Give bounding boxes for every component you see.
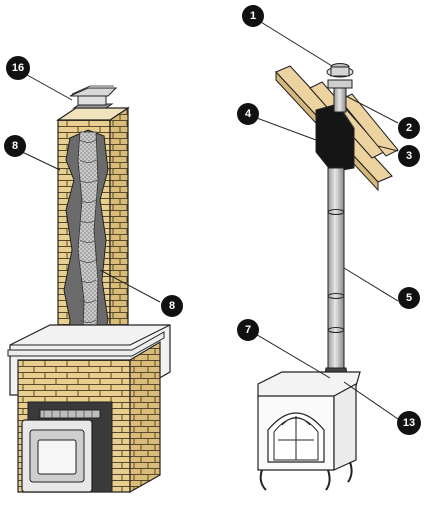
chimney-cap [326, 63, 354, 89]
callout-5: 5 [398, 287, 420, 309]
callout-3: 3 [398, 145, 420, 167]
wood-stove [257, 371, 361, 491]
front-joist-upper [339, 93, 399, 157]
callout-13: 13 [397, 411, 421, 435]
svg-text:2: 2 [406, 122, 412, 134]
svg-text:7: 7 [245, 324, 251, 336]
svg-text:5: 5 [406, 292, 412, 304]
svg-text:8: 8 [169, 300, 175, 312]
callout-8-mid: 8 [161, 295, 183, 317]
svg-text:13: 13 [403, 417, 415, 429]
svg-text:4: 4 [245, 108, 252, 120]
svg-text:1: 1 [250, 10, 256, 22]
svg-text:8: 8 [12, 140, 18, 152]
fireplace [7, 324, 171, 494]
callout-8-top: 8 [4, 135, 26, 157]
callout-16: 16 [6, 56, 30, 80]
callout-4: 4 [237, 103, 259, 125]
svg-text:3: 3 [406, 150, 412, 162]
rain-cap [69, 85, 118, 109]
callout-2: 2 [398, 117, 420, 139]
callout-1: 1 [242, 5, 264, 27]
svg-text:16: 16 [12, 62, 24, 74]
leader-lines [17, 18, 399, 420]
callout-7: 7 [237, 319, 259, 341]
